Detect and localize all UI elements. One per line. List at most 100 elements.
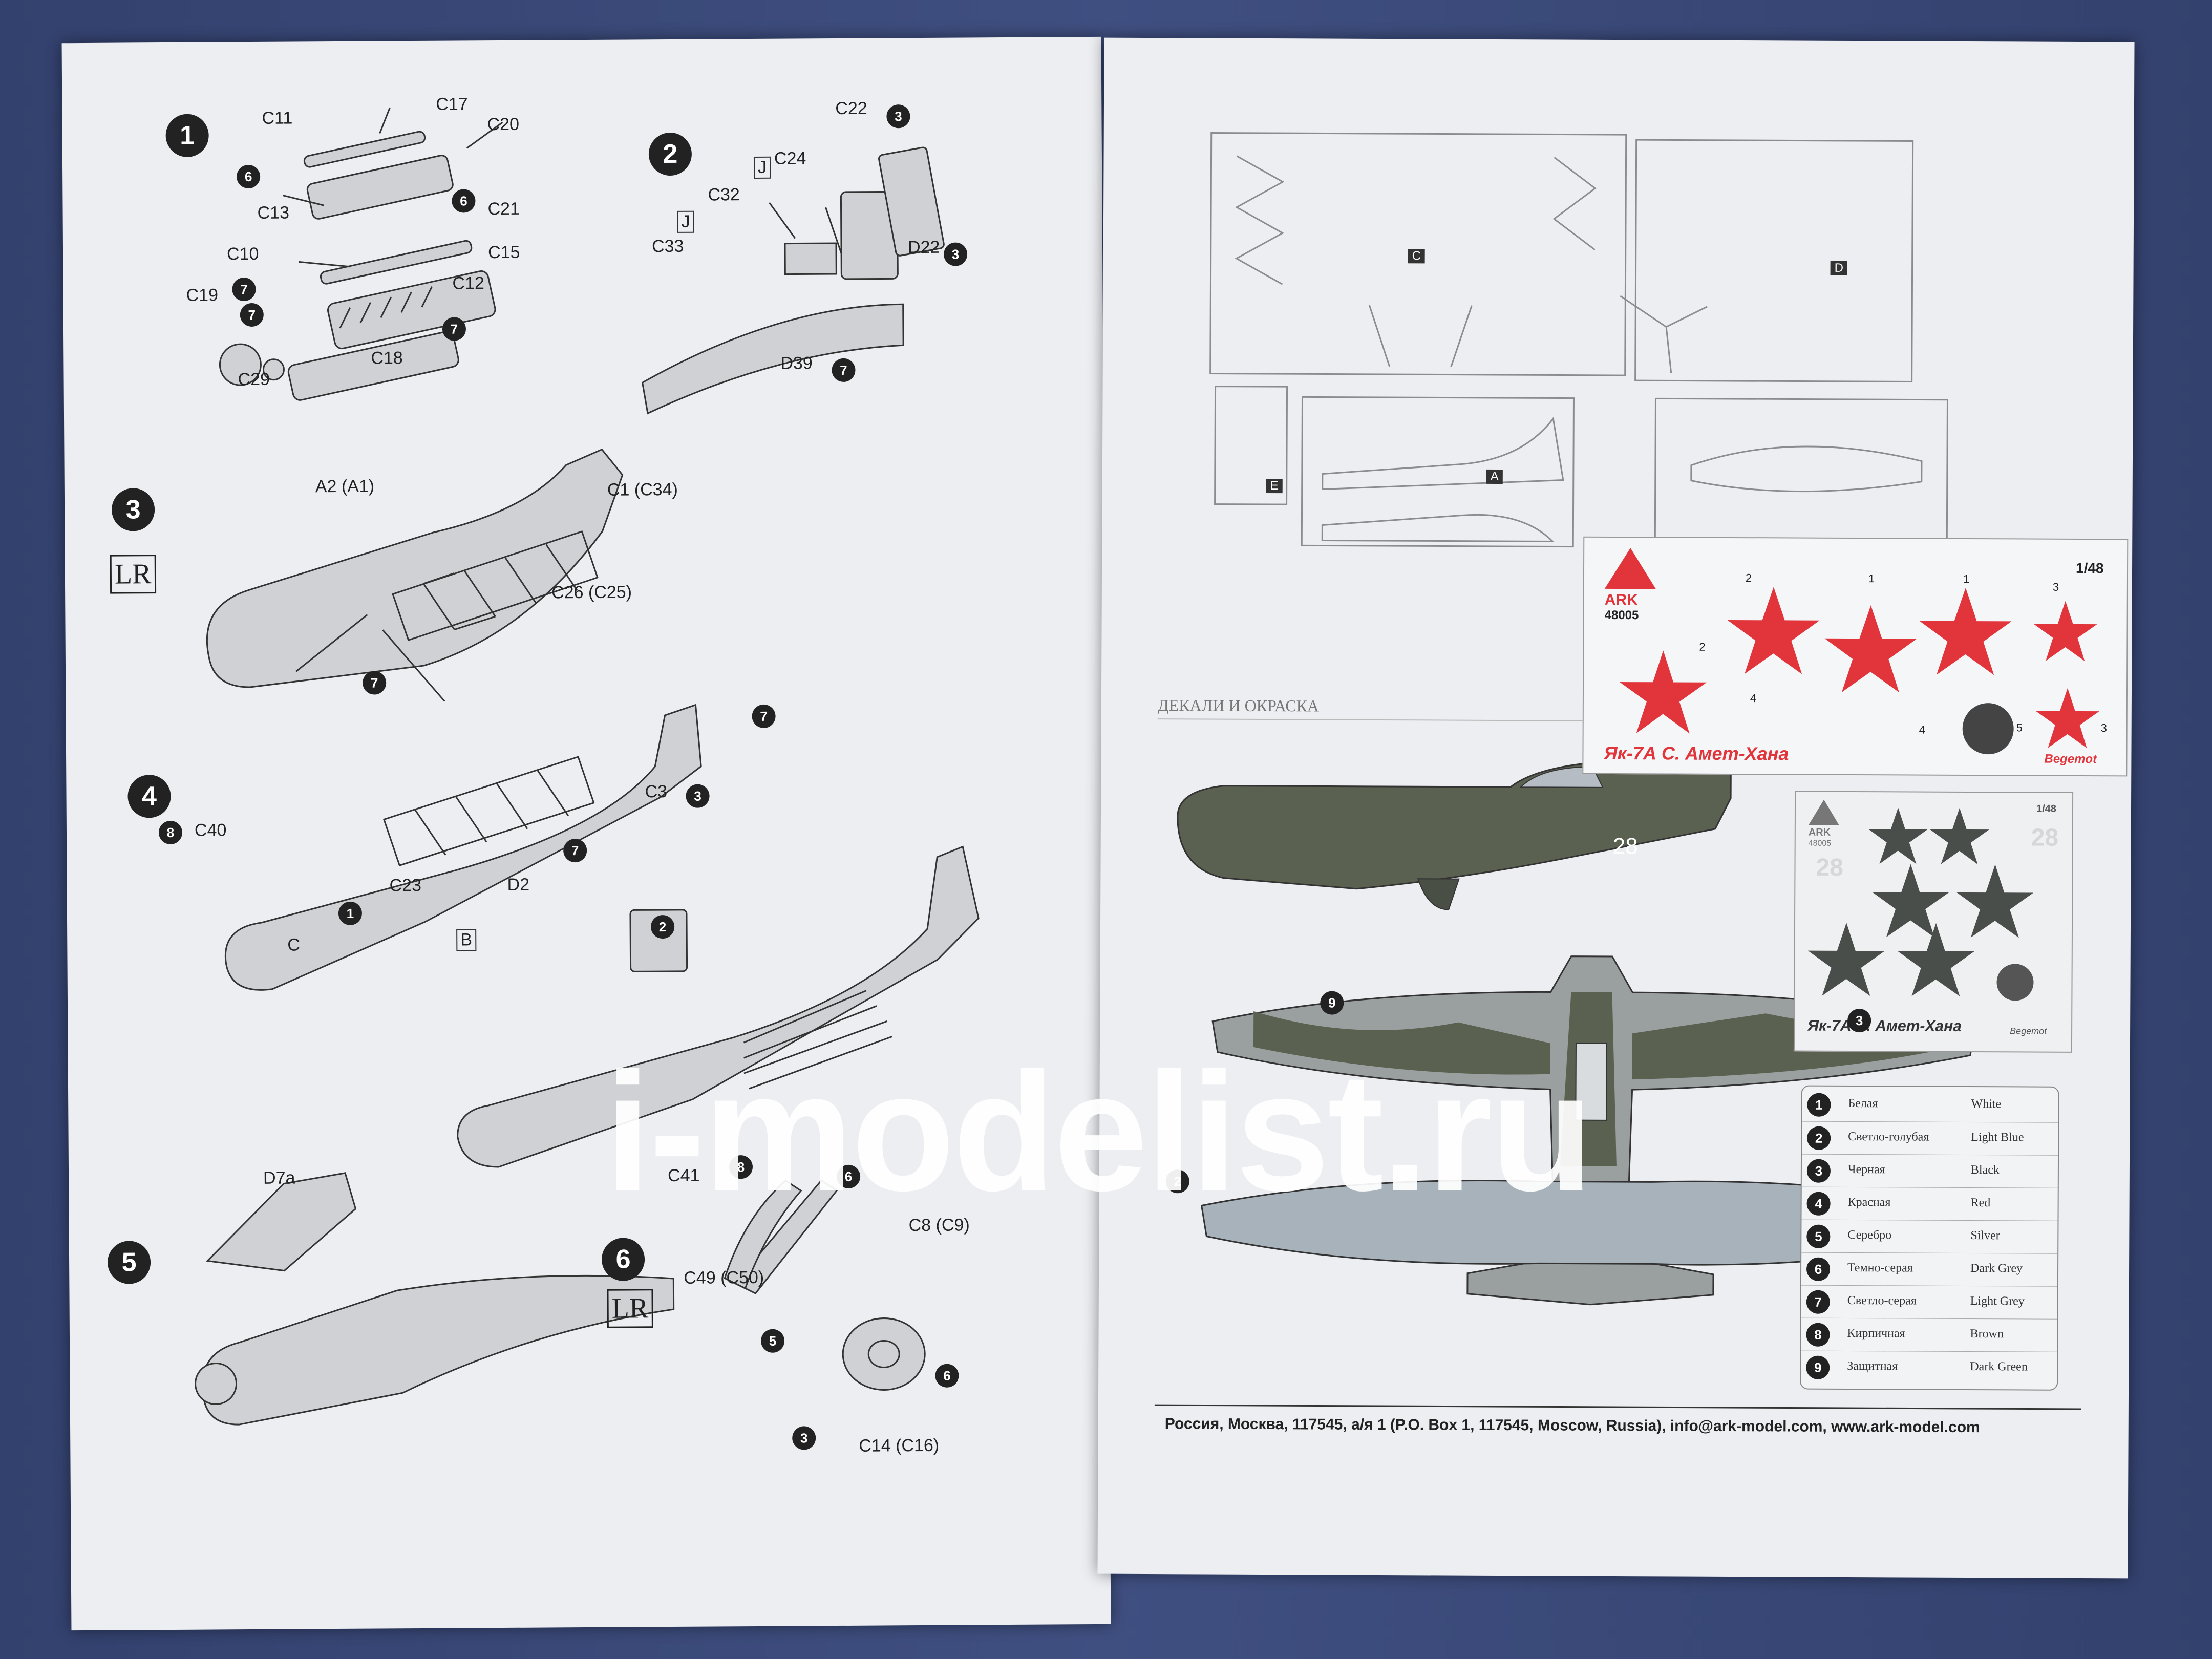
part-c12 <box>327 270 496 350</box>
part-label: C23 <box>389 875 422 896</box>
part-label: C22 <box>835 98 867 119</box>
part-d39 <box>641 303 904 415</box>
paint-callout: 3 <box>943 242 968 266</box>
instruction-sheet-left: 1 2 3 4 5 6 LR LR C11 C17 C20 C13 C21 C1… <box>61 36 1111 1631</box>
instrument-panel-decal <box>1996 964 2034 1001</box>
footer-address: Россия, Москва, 117545, а/я 1 (P.O. Box … <box>1164 1415 1980 1436</box>
part-label: C33 <box>651 236 684 257</box>
part-label: C40 <box>194 820 227 840</box>
decal-number: 1 <box>1868 572 1875 585</box>
part-label: B <box>456 929 477 951</box>
part-label: C21 <box>487 199 520 219</box>
paint-callout: 1 <box>338 901 363 925</box>
part-spinner <box>195 1362 238 1405</box>
step-number: 6 <box>601 1238 645 1281</box>
leader-lines <box>295 614 445 702</box>
part-c14 <box>842 1317 926 1391</box>
footer-rule <box>1154 1404 2081 1410</box>
decal-maker: Begemot <box>2010 1026 2047 1036</box>
star-decal <box>1868 807 1928 864</box>
paint-callout: 7 <box>563 838 587 863</box>
instruction-sheet-right: C D A E ДЕКАЛИ И ОКРАСКА ARK 48005 1/48 … <box>1097 37 2135 1579</box>
part-c18 <box>287 331 459 401</box>
decal-number: 28 <box>1816 854 1844 881</box>
part-label: C11 <box>262 108 293 128</box>
part-label: C1 (C34) <box>607 479 678 500</box>
part-nose <box>202 1274 675 1426</box>
wheel-hub <box>867 1339 900 1368</box>
part-label: D2 <box>507 875 530 895</box>
part-label: C26 (C25) <box>551 582 632 603</box>
paint-callout: 3 <box>686 784 710 808</box>
part-a2 <box>206 448 624 688</box>
instrument-panel-decal <box>1962 703 2014 755</box>
sprue-b <box>1654 397 1948 549</box>
sprue-letter: A <box>1486 469 1503 484</box>
decal-sheet-main: ARK 48005 1/48 2 1 1 3 2 4 4 5 3 Як-7А С… <box>1582 536 2129 777</box>
part-d22 <box>878 146 945 257</box>
star-decal <box>1807 922 1885 996</box>
part-c19 <box>219 343 262 386</box>
decal-number: 28 <box>2031 824 2059 852</box>
part-d7a <box>205 1172 357 1272</box>
decal-caption: Як-7А С. Амет-Хана <box>1807 1017 1962 1035</box>
star-decal <box>2035 688 2099 749</box>
paint-callout: 9 <box>1320 991 1344 1015</box>
top-view-canopy <box>1575 1043 1607 1121</box>
part-gear-leg <box>733 1179 838 1294</box>
step-number: 2 <box>648 132 692 176</box>
part-label: C12 <box>452 273 484 293</box>
part-label: J <box>677 210 694 233</box>
paint-callout: 8 <box>158 820 183 845</box>
part-louvers <box>743 990 892 1090</box>
left-right-symbol: LR <box>110 555 156 594</box>
paint-callout: 6 <box>237 164 261 189</box>
paint-callout: 7 <box>442 317 466 341</box>
aircraft-tactical-number: 28 <box>1612 833 1638 859</box>
part-label: C <box>287 935 300 955</box>
star-decal <box>1919 587 2012 675</box>
star-decal <box>1872 864 1949 938</box>
decal-number: 1 <box>1963 572 1970 586</box>
part-c24 <box>784 242 837 275</box>
part-label: C20 <box>487 114 520 135</box>
assembly-drawings <box>195 107 980 1426</box>
part-label: C29 <box>238 369 270 390</box>
paint-callout: 7 <box>363 671 387 695</box>
part-label: C13 <box>257 203 290 223</box>
step-number: 4 <box>127 774 171 818</box>
engine-detail <box>339 286 433 329</box>
section-title: ДЕКАЛИ И ОКРАСКА <box>1157 696 1320 715</box>
profile-side-view <box>1177 705 1732 890</box>
sprue-d <box>1634 139 1914 383</box>
part-label: C14 (C16) <box>859 1435 940 1456</box>
part-label: A2 (A1) <box>315 476 375 497</box>
paint-callout: 6 <box>452 189 476 213</box>
part-label: D7a <box>263 1168 295 1188</box>
star-decal <box>1620 650 1707 734</box>
part-label: C10 <box>226 244 259 264</box>
sprue-wing <box>1690 445 1923 493</box>
star-decal <box>1956 864 2034 938</box>
decal-sheet-small: ARK 48005 1/48 28 28 Як-7А С. Амет-Хана … <box>1793 791 2074 1053</box>
sprue-fuselage <box>1321 416 1564 542</box>
left-right-symbol: LR <box>607 1289 653 1328</box>
decal-number: 2 <box>1745 571 1752 585</box>
decal-number: 3 <box>2100 721 2107 735</box>
paint-callout: 3 <box>792 1426 816 1450</box>
paint-callout: 2 <box>650 914 675 939</box>
decal-number: 5 <box>2016 721 2023 734</box>
sprue-c <box>1209 132 1627 376</box>
part-truss-4 <box>382 756 595 867</box>
part-label: D22 <box>907 237 940 258</box>
paint-callout: 6 <box>935 1364 959 1388</box>
paint-callout: 3 <box>886 104 910 129</box>
